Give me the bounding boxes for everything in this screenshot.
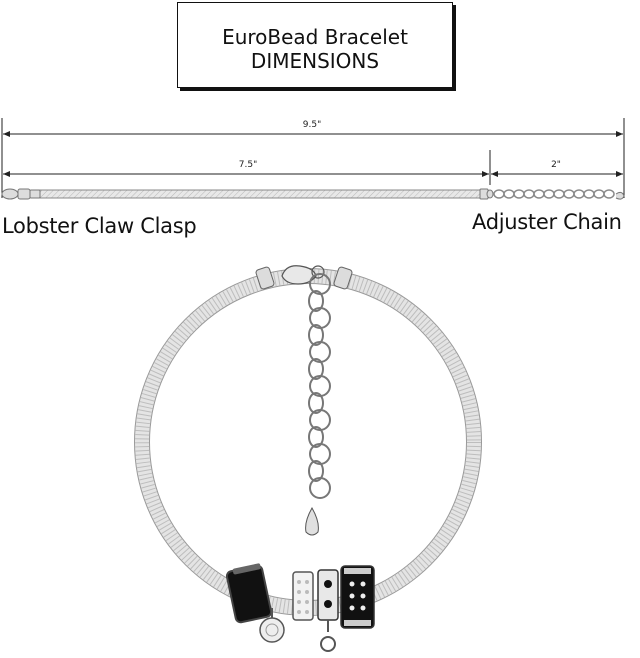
bracelet-dimension-label: 7.5" [238, 160, 258, 170]
chain-link [533, 189, 545, 199]
chain-link [523, 189, 535, 199]
extender-dimension-label: 2" [551, 160, 561, 170]
chain-link [513, 189, 525, 199]
chain-link [308, 324, 324, 346]
black-patterned-bead-icon [340, 565, 375, 629]
dimension-lines [1, 118, 625, 198]
chain-link [543, 189, 555, 199]
chain-link [573, 189, 585, 199]
chain-link [603, 189, 615, 199]
black-bead-icon [225, 563, 273, 624]
round-bracelet [134, 265, 482, 652]
total-dimension-label: 9.5" [302, 120, 322, 130]
dotted-bead-icon [317, 569, 339, 652]
title-line-2: DIMENSIONS [250, 49, 380, 73]
rhinestone-bead-icon [292, 571, 314, 621]
chain-link [553, 189, 565, 199]
straight-bracelet [1, 188, 625, 200]
chain-link [308, 392, 324, 414]
chain-link [493, 189, 505, 199]
clasp-label: Lobster Claw Clasp [2, 214, 197, 238]
lobster-clasp-icon [1, 188, 41, 200]
round-clasp-icon [281, 265, 325, 285]
chain-link [308, 358, 324, 380]
chain-link [503, 189, 515, 199]
chain-link [593, 189, 605, 199]
chain-link [309, 477, 331, 499]
adjuster-chain-icon [493, 189, 615, 199]
title-line-1: EuroBead Bracelet [222, 25, 408, 49]
dangle-charm-icon [259, 608, 285, 643]
chain-link [308, 426, 324, 448]
adjuster-label: Adjuster Chain [472, 210, 622, 234]
chain-link [563, 189, 575, 199]
chain-link [583, 189, 595, 199]
chain-link [308, 460, 324, 482]
title-box: EuroBead Bracelet DIMENSIONS [177, 2, 453, 88]
chain-link [308, 290, 324, 312]
